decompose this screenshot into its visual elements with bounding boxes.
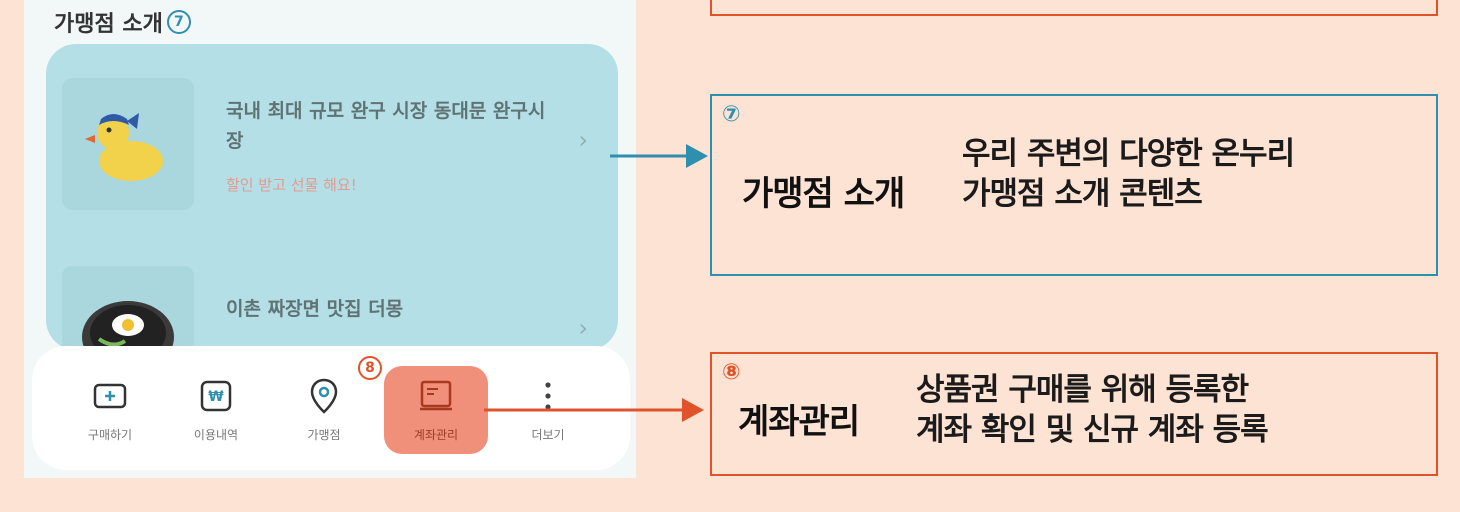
- callout-desc-line: 상품권 구매를 위해 등록한: [916, 372, 1249, 408]
- callout-number: ⑧: [722, 360, 741, 385]
- store-name: 이촌 짜장면 맛집 더몽: [226, 298, 404, 320]
- store-subtitle: 할인 받고 선물 해요!: [226, 176, 357, 194]
- callout-desc-line: 가맹점 소개 콘텐츠: [962, 176, 1203, 212]
- callout-account: ⑧ 계좌관리 상품권 구매를 위해 등록한 계좌 확인 및 신규 계좌 등록: [710, 352, 1438, 476]
- svg-text:₩: ₩: [208, 389, 224, 405]
- chevron-right-icon: ›: [578, 126, 588, 154]
- nav-label: 이용내역: [193, 428, 239, 442]
- callout-desc-line: 우리 주변의 다양한 온누리: [962, 136, 1295, 172]
- app-screen: 가맹점 소개 7 국내 최대 규모 완구 시장 동대문 완구시장 할인 받고 선…: [24, 0, 636, 478]
- account-card-icon: [420, 380, 452, 411]
- nav-label: 구매하기: [87, 428, 133, 442]
- chevron-right-icon: ›: [578, 314, 588, 342]
- callout-description: 상품권 구매를 위해 등록한 계좌 확인 및 신규 계좌 등록: [916, 370, 1269, 450]
- nav-item-purchase[interactable]: 구매하기: [60, 366, 160, 450]
- won-receipt-icon: ₩: [200, 380, 232, 412]
- previous-callout-box: [710, 0, 1438, 16]
- more-dots-icon: [545, 382, 551, 410]
- nav-label: 계좌관리: [413, 428, 459, 442]
- store-name: 국내 최대 규모 완구 시장 동대문 완구시장: [226, 100, 546, 152]
- callout-desc-line: 계좌 확인 및 신규 계좌 등록: [916, 412, 1269, 448]
- callout-description: 우리 주변의 다양한 온누리 가맹점 소개 콘텐츠: [962, 134, 1295, 214]
- arrow-8-head: [682, 398, 704, 422]
- callout-title: 가맹점 소개: [742, 174, 905, 214]
- noodle-bowl-icon: [82, 301, 174, 350]
- arrow-7-head: [686, 144, 708, 168]
- nav-item-stores[interactable]: 가맹점: [274, 366, 374, 450]
- callout-store-intro: ⑦ 가맹점 소개 우리 주변의 다양한 온누리 가맹점 소개 콘텐츠: [710, 94, 1438, 276]
- location-pin-icon: [310, 378, 338, 414]
- duck-icon: [85, 113, 163, 181]
- badge-7: 7: [166, 10, 191, 34]
- nav-item-more[interactable]: 더보기: [498, 366, 598, 450]
- callout-title: 계좌관리: [738, 402, 860, 442]
- ticket-icon: [93, 383, 127, 409]
- section-title: 가맹점 소개 7: [54, 6, 191, 38]
- noodle-thumbnail: [62, 266, 194, 350]
- nav-label: 더보기: [531, 428, 565, 442]
- badge-8: 8: [358, 356, 382, 380]
- nav-item-account[interactable]: 계좌관리: [386, 366, 486, 450]
- nav-label: 가맹점: [307, 428, 341, 442]
- store-item[interactable]: 이촌 짜장면 맛집 더몽 ›: [62, 266, 602, 350]
- callout-number: ⑦: [722, 102, 741, 127]
- store-item[interactable]: 국내 최대 규모 완구 시장 동대문 완구시장 할인 받고 선물 해요! ›: [62, 78, 602, 210]
- section-title-text: 가맹점 소개: [54, 12, 163, 37]
- duck-thumbnail: [62, 78, 194, 210]
- store-intro-card: 국내 최대 규모 완구 시장 동대문 완구시장 할인 받고 선물 해요! › 이…: [46, 44, 618, 350]
- nav-item-history[interactable]: ₩ 이용내역: [166, 366, 266, 450]
- bottom-nav: 8 구매하기 ₩ 이용내역 가맹점: [32, 346, 630, 470]
